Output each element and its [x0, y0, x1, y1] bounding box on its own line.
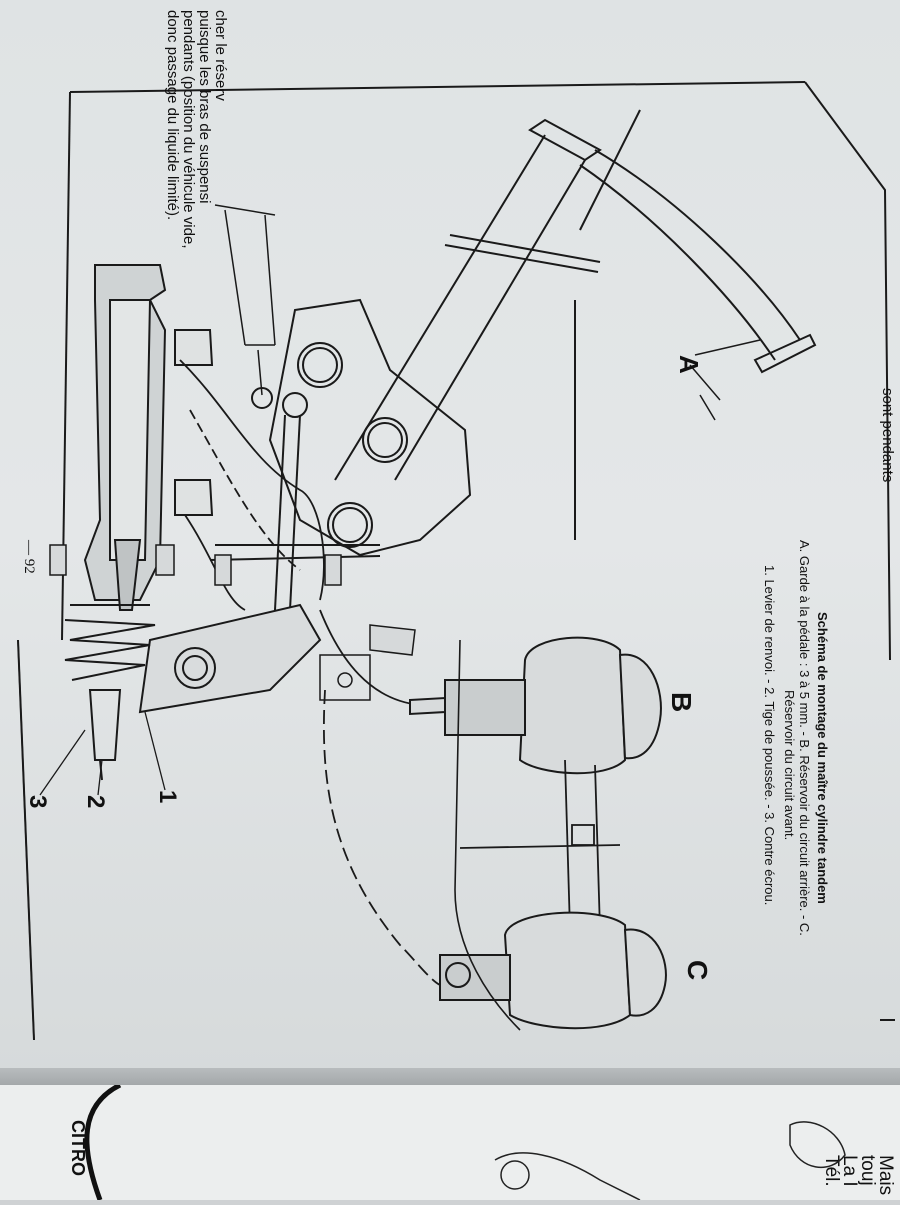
top-text-right-fragment: sont pendants	[879, 388, 896, 482]
relay-lever	[138, 603, 322, 714]
figure-labels: A B C 1 2 3	[24, 355, 713, 980]
next-page-line-4: Tél.	[821, 1155, 842, 1187]
bellows-boot	[64, 604, 156, 781]
top-body-text: cher le réserv puisque les bras de suspe…	[164, 10, 896, 482]
push-rod-tube	[214, 204, 276, 396]
next-page-line-1: Mais	[875, 1155, 896, 1195]
label-b: B	[666, 692, 697, 712]
hydraulic-lines	[179, 359, 441, 986]
caption-line-1: A. Garde à la pédale : 3 à 5 mm. - B. Ré…	[797, 540, 812, 936]
label-2: 2	[82, 795, 109, 808]
pedal-arm	[334, 109, 817, 540]
top-text-line-3: pendants (position du véhicule vide,	[180, 10, 197, 249]
page-number: — 92	[21, 539, 37, 574]
reservoir-strap	[459, 759, 621, 931]
label-c: C	[682, 960, 713, 980]
next-page: CITRO Mais touj La I Tél.	[0, 1082, 900, 1201]
label-3: 3	[24, 795, 51, 808]
caption-line-3: 1. Levier de renvoi. - 2. Tige de poussé…	[762, 565, 777, 905]
reservoir-c	[439, 911, 667, 1030]
next-page-line-2: touj	[857, 1155, 878, 1186]
reservoir-b	[409, 636, 662, 775]
figure-caption: Schéma de montage du maître cylindre tan…	[762, 540, 830, 936]
caption-title: Schéma de montage du maître cylindre tan…	[815, 612, 830, 904]
label-1: 1	[154, 790, 181, 803]
top-text-line-4: donc passage du liquide limité).	[164, 10, 181, 220]
master-cylinder-diagram: A B C 1 2 3 Schéma de montage du maître …	[17, 10, 896, 1041]
next-page-brand: CITRO	[68, 1120, 88, 1176]
manual-page: A B C 1 2 3 Schéma de montage du maître …	[0, 0, 900, 1080]
next-page-text: Mais touj La I Tél.	[821, 1155, 896, 1195]
next-page-line-3: La I	[839, 1155, 860, 1187]
next-page-content: CITRO Mais touj La I Tél.	[68, 1082, 896, 1201]
next-page-border	[84, 1082, 122, 1201]
page-edge	[0, 1068, 900, 1090]
leader-lines	[39, 711, 166, 796]
guard-dimension	[689, 339, 761, 421]
firewall-outline	[17, 639, 521, 1041]
caption-line-2: Réservoir du circuit avant.	[782, 690, 797, 840]
top-text-line-2: puisque les bras de suspensi	[196, 10, 213, 203]
next-page-illustration	[494, 1121, 846, 1201]
master-cylinder	[83, 264, 214, 611]
top-text-line-1: cher le réserv	[212, 10, 229, 101]
label-a: A	[674, 355, 704, 374]
mounting-bracket	[209, 298, 472, 561]
bracket-bolts	[49, 544, 416, 701]
